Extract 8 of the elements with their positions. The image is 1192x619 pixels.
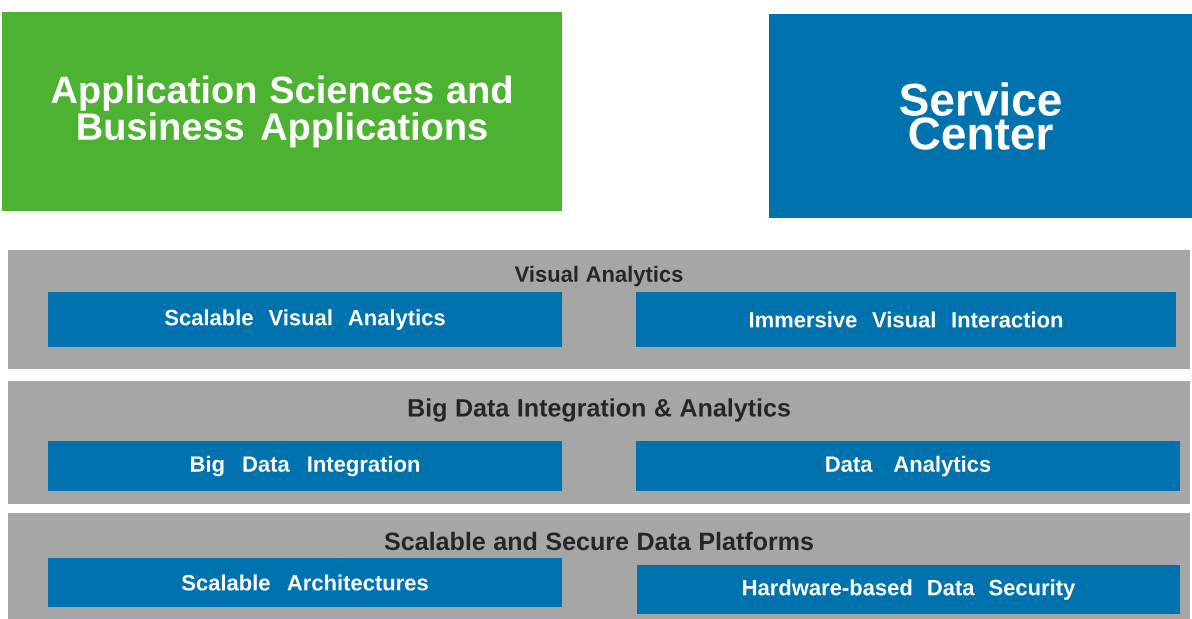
topic-box: Immersive Visual Interaction [636, 292, 1176, 347]
topic-box: Scalable Architectures [48, 558, 562, 607]
topic-box: Hardware-based Data Security [637, 565, 1180, 614]
topic-box: Data Analytics [636, 441, 1180, 491]
topic-box: Scalable Visual Analytics [48, 292, 562, 347]
title-box: Service Center [769, 14, 1192, 218]
title-box: Application Sciences and Business Applications [2, 12, 562, 211]
topic-box: Big Data Integration [48, 441, 562, 491]
